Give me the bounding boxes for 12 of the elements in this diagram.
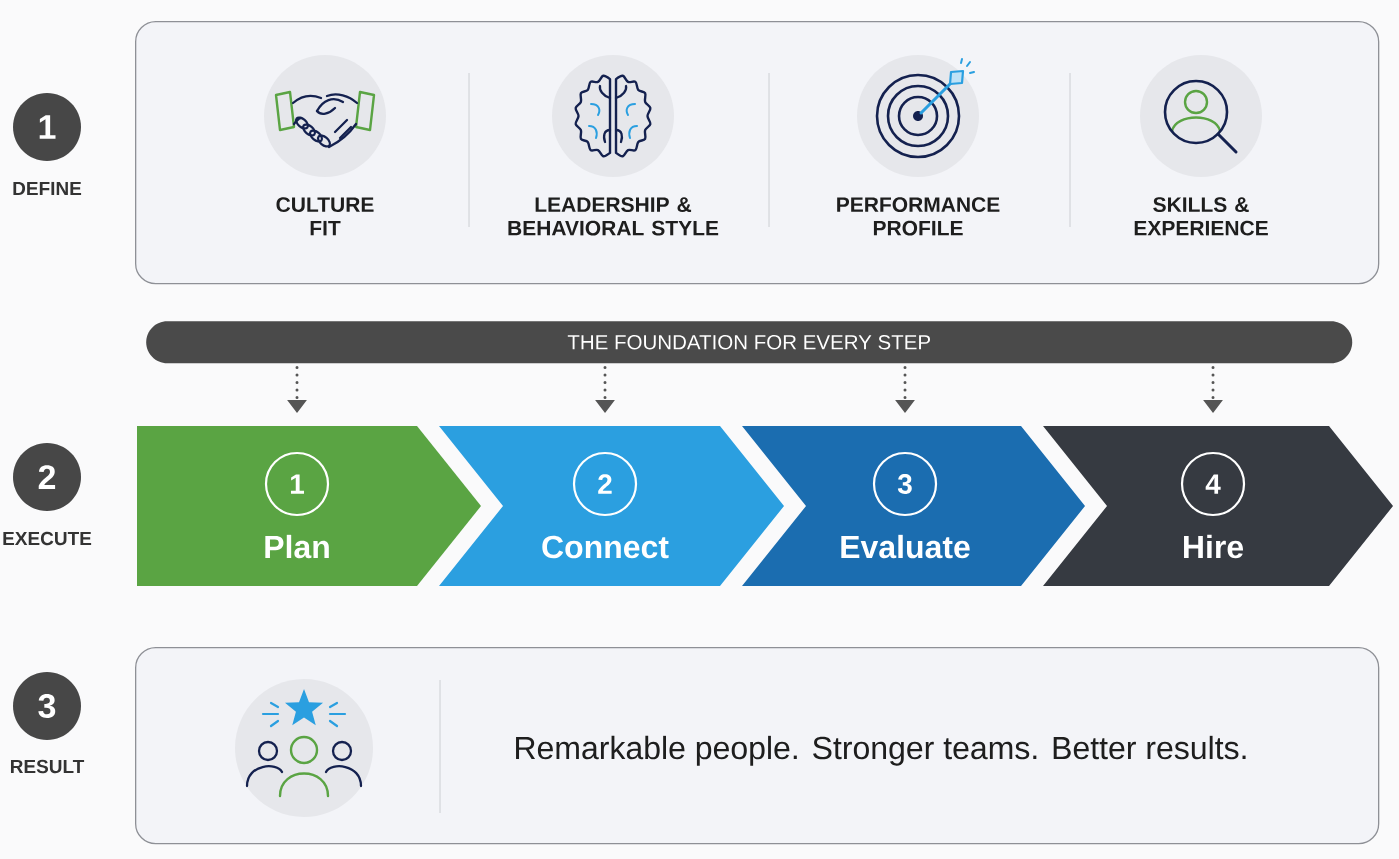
step-badge: 1 — [13, 93, 81, 161]
banner: THE FOUNDATION FOR EVERY STEP — [146, 321, 1353, 364]
node-label: LEADERSHIP & BEHAVIORAL STYLE — [508, 197, 719, 236]
node-label: CULTURE FIT — [276, 197, 374, 236]
step-badge: 2 — [13, 443, 81, 511]
step-label: EXECUTE — [3, 531, 92, 546]
node-label: SKILLS & EXPERIENCE — [1134, 197, 1268, 236]
result-panel: Remarkable people. Stronger teams. Better results. — [135, 647, 1380, 845]
step-badge: 3 — [13, 672, 81, 740]
node-label: PERFORMANCE PROFILE — [837, 197, 1000, 236]
step-label: DEFINE — [13, 181, 82, 195]
step-label: RESULT — [11, 759, 85, 774]
